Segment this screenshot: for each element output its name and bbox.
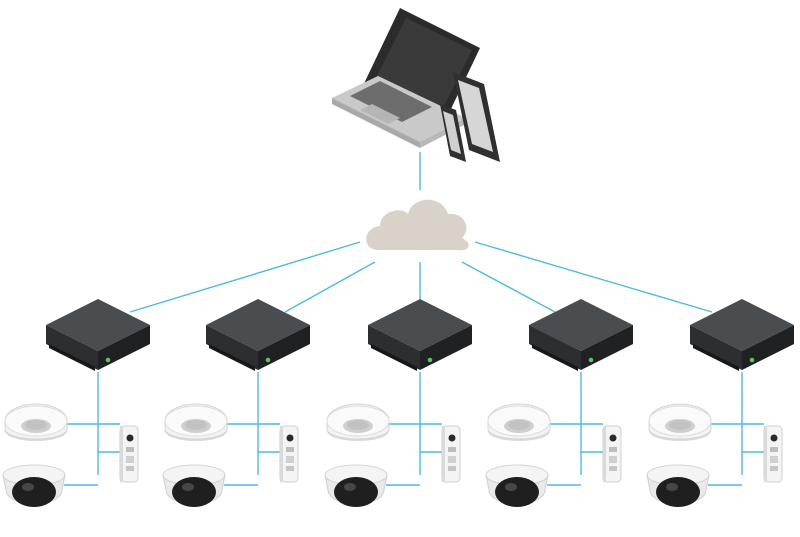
dome-camera-icon <box>324 464 388 508</box>
tablet-icon <box>453 72 500 162</box>
door-station-icon <box>119 425 139 483</box>
device-group-3 <box>324 299 472 508</box>
dome-camera-icon <box>162 464 226 508</box>
speaker-icon <box>4 403 68 442</box>
door-station-icon <box>763 425 783 483</box>
dome-camera-icon <box>2 464 66 508</box>
device-groups <box>2 299 794 508</box>
link-cloud-to-controller-4 <box>461 261 556 313</box>
controller-box-icon <box>46 299 150 371</box>
speaker-icon <box>164 403 228 442</box>
controller-box-icon <box>206 299 310 371</box>
laptop-icon <box>332 8 480 148</box>
link-cloud-to-controller-2 <box>284 261 376 313</box>
cloud-icon <box>366 199 469 251</box>
door-station-icon <box>441 425 461 483</box>
device-group-1 <box>2 299 150 508</box>
device-group-5 <box>646 299 794 508</box>
phone-icon <box>440 104 466 162</box>
speaker-icon <box>326 403 390 442</box>
dome-camera-icon <box>646 464 710 508</box>
door-station-icon <box>602 425 622 483</box>
controller-box-icon <box>529 299 633 371</box>
controller-box-icon <box>368 299 472 371</box>
speaker-icon <box>648 403 712 442</box>
device-group-2 <box>162 299 310 508</box>
door-station-icon <box>279 425 299 483</box>
speaker-icon <box>487 403 551 442</box>
device-group-4 <box>485 299 633 508</box>
dome-camera-icon <box>485 464 549 508</box>
link-cloud-to-controller-5 <box>474 241 713 313</box>
link-cloud-to-controller-1 <box>129 241 361 313</box>
